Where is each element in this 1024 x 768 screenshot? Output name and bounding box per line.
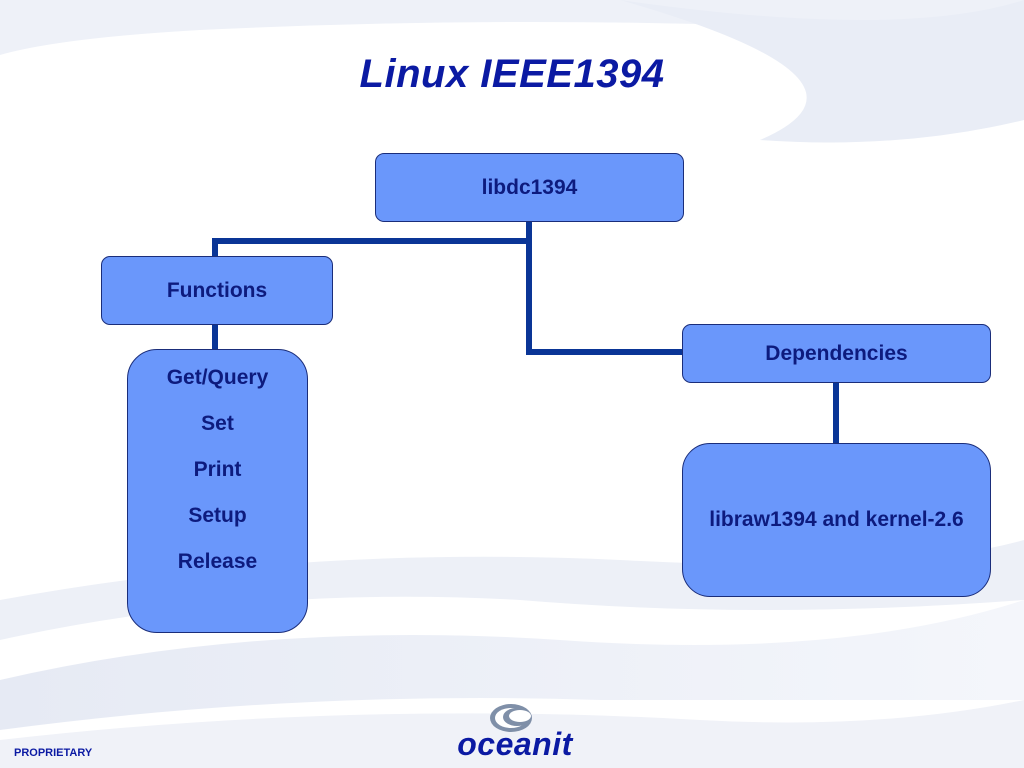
oceanit-logo-icon bbox=[490, 704, 532, 732]
oceanit-wordmark: oceanit bbox=[457, 726, 573, 762]
slide-title: Linux IEEE1394 bbox=[359, 52, 665, 96]
function-item-release: Release bbox=[177, 550, 258, 573]
node-functions: Functions bbox=[101, 256, 333, 325]
node-libraw1394-kernel: libraw1394 and kernel-2.6 bbox=[682, 443, 991, 597]
function-item-setup: Setup bbox=[188, 504, 247, 527]
connector-root-to-dependencies bbox=[526, 238, 685, 355]
connector-root-to-functions bbox=[212, 219, 532, 259]
node-libdc1394: libdc1394 bbox=[375, 153, 684, 222]
oceanit-logo: oceanit bbox=[430, 700, 600, 762]
function-item-set: Set bbox=[201, 412, 234, 435]
function-item-print: Print bbox=[193, 458, 242, 481]
node-dependencies-label: Dependencies bbox=[765, 341, 908, 365]
function-item-get-query: Get/Query bbox=[166, 366, 269, 389]
node-functions-list: Get/Query Set Print Setup Release bbox=[127, 349, 308, 633]
node-functions-label: Functions bbox=[166, 278, 268, 302]
footer-proprietary: PROPRIETARY bbox=[14, 747, 93, 759]
node-dependencies: Dependencies bbox=[682, 324, 991, 383]
node-libdc1394-label: libdc1394 bbox=[481, 175, 578, 199]
node-libraw1394-kernel-label: libraw1394 and kernel-2.6 bbox=[709, 508, 964, 531]
